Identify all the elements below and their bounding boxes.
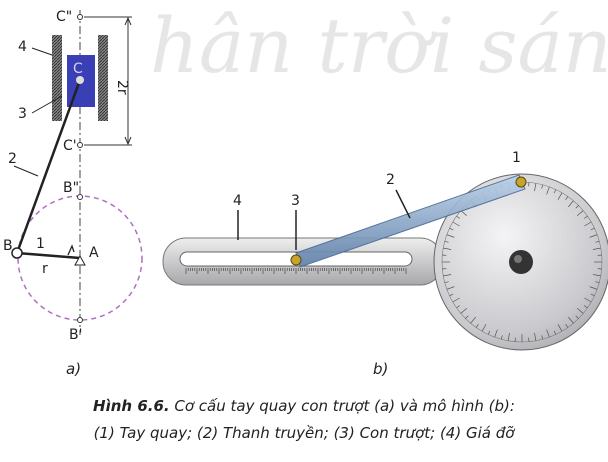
guide-number: 4 [18, 39, 27, 55]
crank [16, 251, 81, 260]
dial-knob [509, 250, 533, 274]
crank-number-b: 1 [512, 150, 521, 166]
rod-number-b: 2 [386, 172, 395, 188]
guide-pointer [31, 47, 53, 56]
rod-pointer [13, 165, 39, 177]
point-b: B [3, 238, 13, 254]
stroke-label: 2r [114, 80, 130, 95]
pivot-a [74, 254, 86, 266]
slider-number: 3 [18, 106, 27, 122]
ruler-ticks [185, 268, 407, 274]
dimension-arrows [124, 16, 132, 146]
caption-line-1: Hình 6.6. Cơ cấu tay quay con trượt (a) … [0, 397, 608, 415]
caption-text: Cơ cấu tay quay con trượt (a) và mô hình… [169, 397, 515, 415]
point-c: C [73, 61, 83, 77]
pin-c [76, 76, 84, 84]
guide-number-b: 4 [233, 193, 242, 209]
point-c-top: C" [56, 9, 72, 25]
slider-number-b: 3 [291, 193, 300, 209]
point-b-top: B" [63, 180, 79, 196]
diagram-a: 2r C" C C' B" B A B' 1 r 2 3 4 [3, 9, 143, 343]
guide-right [98, 35, 108, 121]
diagram-b: 4 3 2 1 [162, 150, 608, 351]
sublabel-a: a) [66, 360, 82, 378]
dial-knob-highlight [514, 255, 522, 263]
rotation-arrow-icon [67, 244, 75, 256]
rod-number: 2 [8, 151, 17, 167]
connecting-rod [15, 79, 82, 254]
radius-label: r [42, 261, 48, 277]
point-b-bottom: B' [69, 327, 82, 343]
crank-number: 1 [36, 236, 45, 252]
guide-left [52, 35, 62, 121]
point-c-bottom: C' [63, 138, 77, 154]
caption-line-2: (1) Tay quay; (2) Thanh truyền; (3) Con … [93, 424, 515, 442]
pin-b [11, 247, 23, 259]
figure-number: Hình 6.6. [93, 397, 170, 415]
crank-pin [515, 176, 527, 188]
slider-pin [290, 254, 302, 266]
slider-pointer [31, 95, 63, 114]
sublabel-b: b) [373, 360, 389, 378]
rod-pointer-b [395, 189, 411, 219]
watermark: hân trời sán [150, 1, 608, 90]
point-a: A [89, 245, 99, 261]
